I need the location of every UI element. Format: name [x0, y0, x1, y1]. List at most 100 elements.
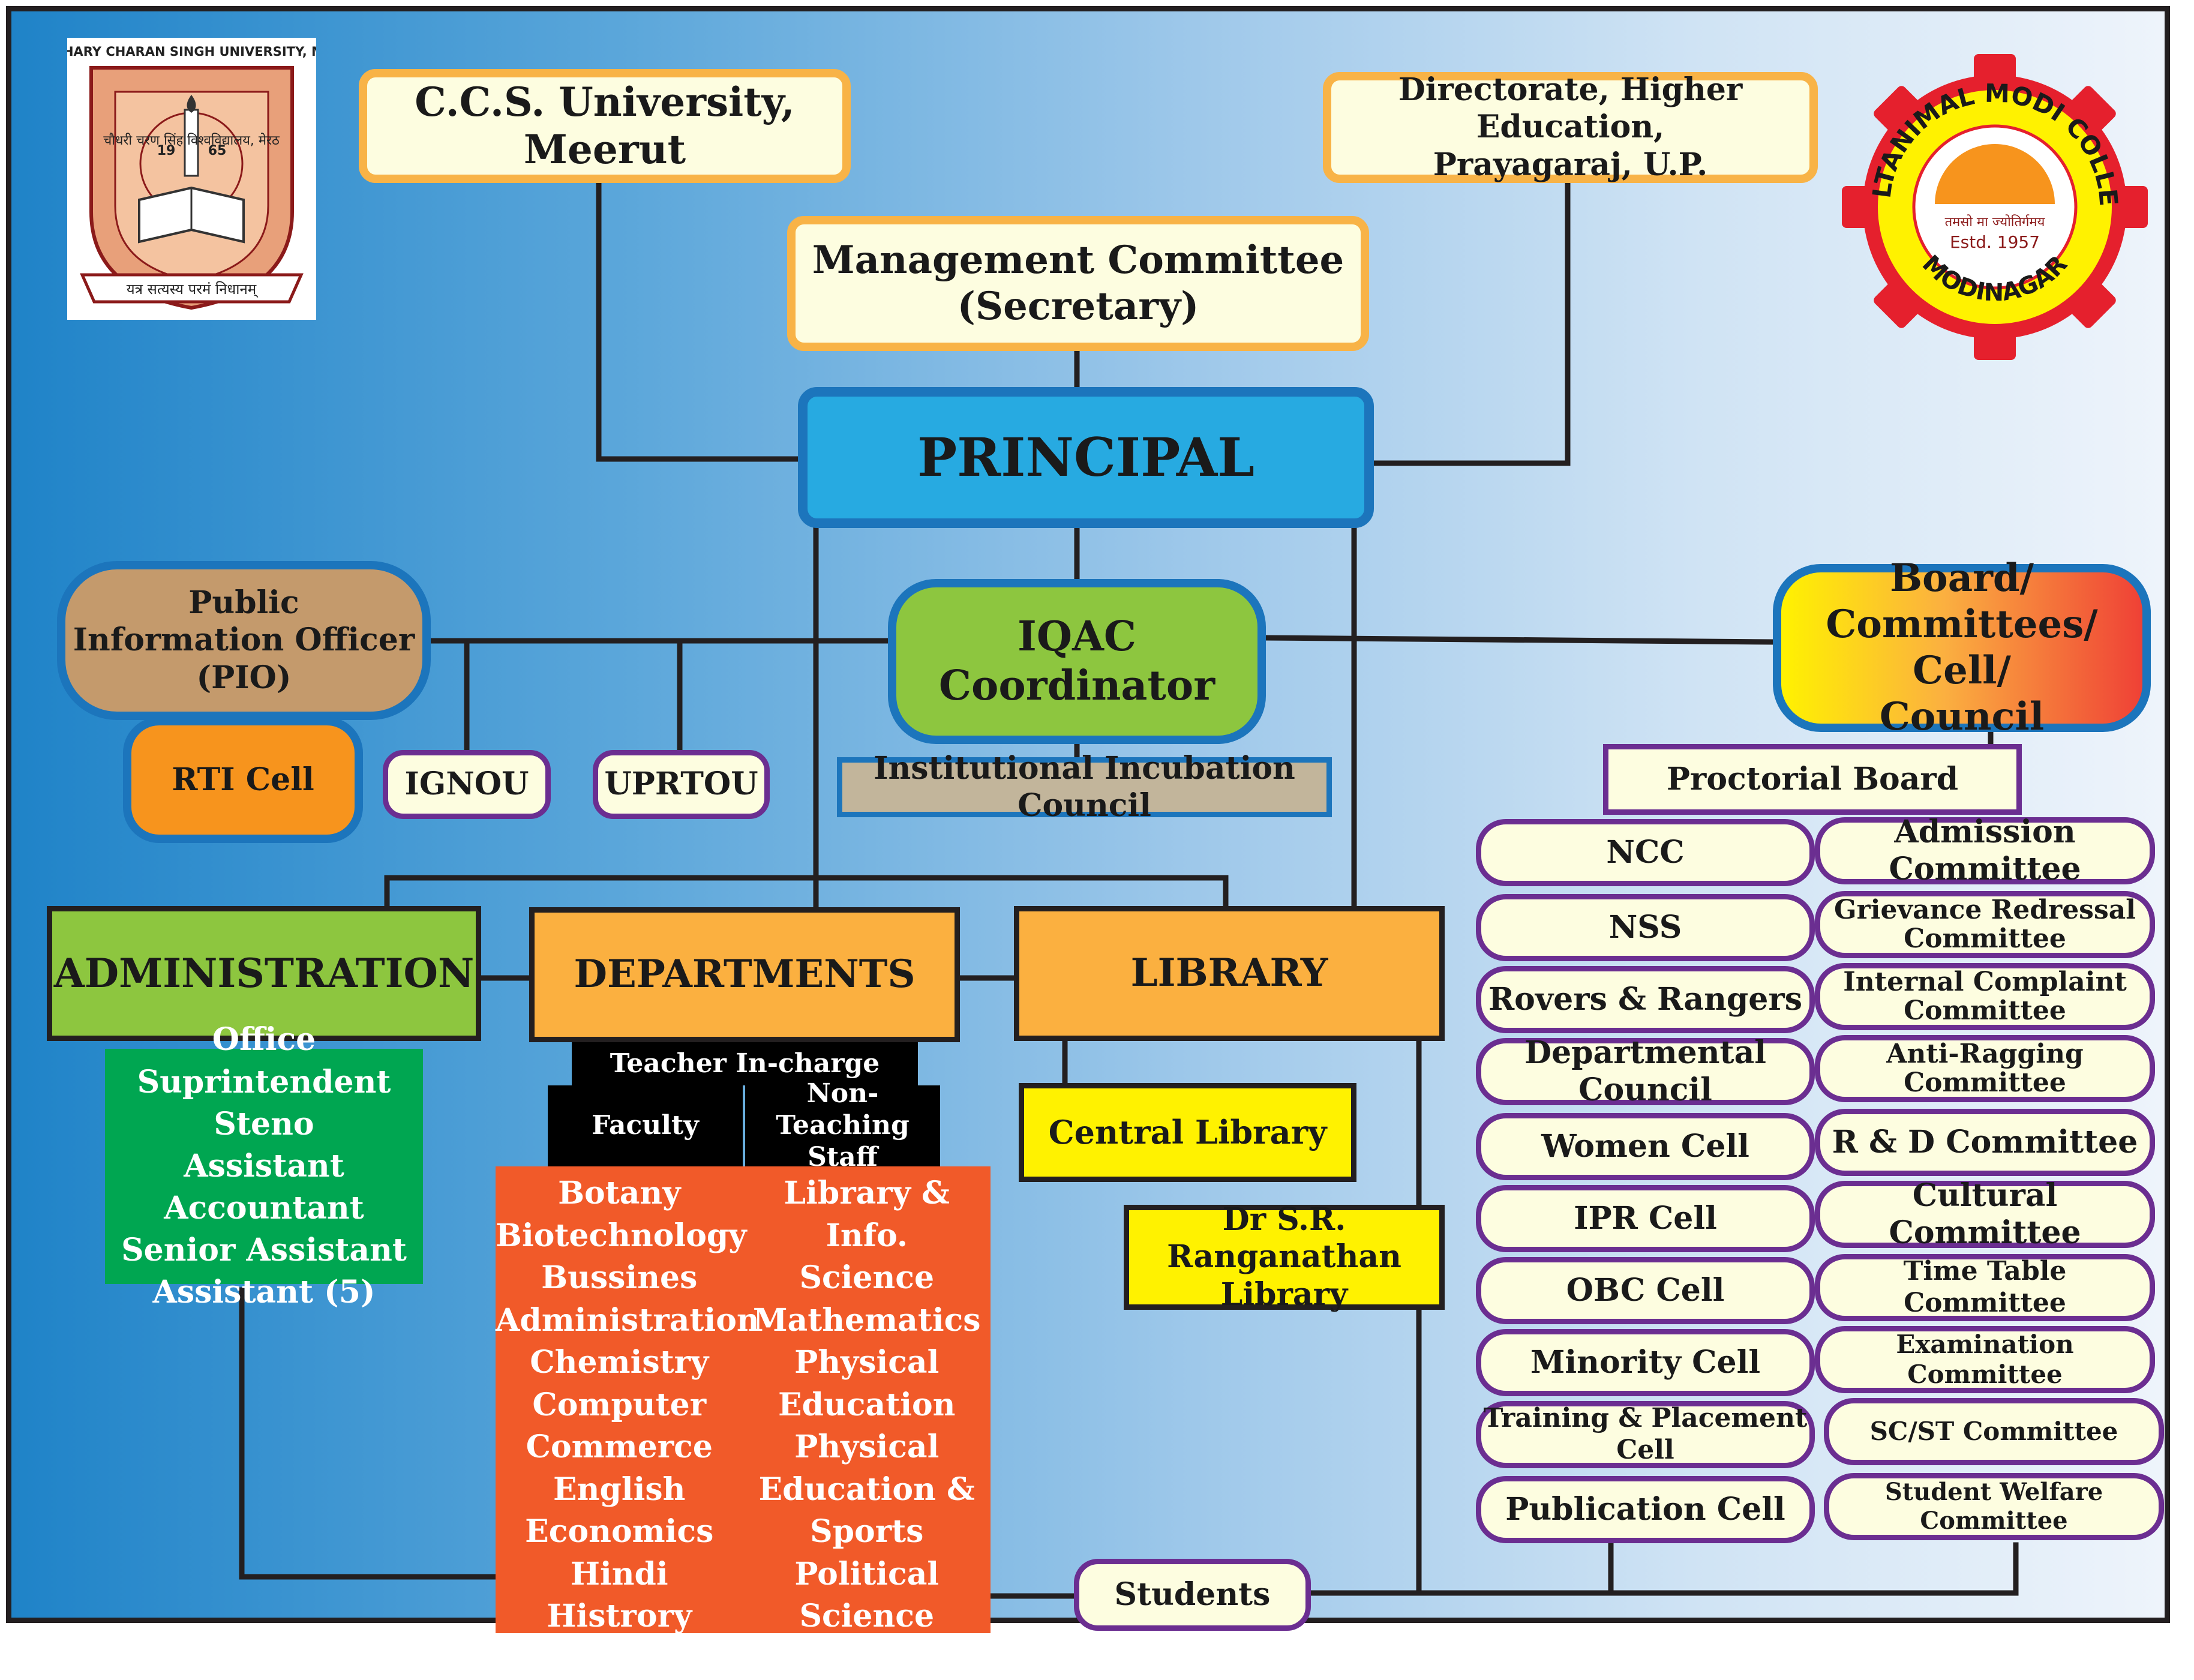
department-list-column-1: Botany Biotechnology Bussines Administra…	[496, 1172, 743, 1633]
board-line-1: Board/	[1890, 556, 2034, 602]
committee-right-item: Cultural Committee	[1815, 1181, 2155, 1248]
library-label: LIBRARY	[1131, 950, 1328, 997]
department-item: Bussines	[496, 1257, 743, 1300]
admin-staff-item: Assistant (5)	[153, 1271, 376, 1313]
svg-text:Estd. 1957: Estd. 1957	[1950, 232, 2040, 252]
pio-line-3: (PIO)	[197, 659, 292, 697]
department-item: Sports	[743, 1511, 991, 1553]
committee-right-item: R & D Committee	[1815, 1109, 2155, 1176]
rti-cell-box: RTI Cell	[123, 717, 363, 843]
committee-right-item: Time Table Committee	[1815, 1254, 2155, 1321]
line-ccs-principal	[599, 180, 798, 459]
admin-staff-item: Senior Assistant	[121, 1229, 407, 1271]
department-item: Biotechnology	[496, 1215, 743, 1258]
iqac-line-2: Coordinator	[939, 662, 1215, 711]
principal-box: PRINCIPAL	[798, 387, 1374, 528]
principal-label: PRINCIPAL	[917, 426, 1254, 490]
svg-text:19: 19	[157, 143, 176, 158]
board-line-2: Committees/ Cell/	[1781, 602, 2142, 694]
incubation-label: Institutional Incubation Council	[842, 750, 1326, 825]
department-item: Botany	[496, 1172, 743, 1215]
students-box: Students	[1074, 1559, 1311, 1631]
uprtou-box: UPRTOU	[593, 750, 770, 819]
students-label: Students	[1115, 1576, 1271, 1613]
committee-left-item: Departmental Council	[1476, 1038, 1815, 1105]
line-ranganathan-students	[1308, 1308, 1419, 1593]
committee-right-item: Student Welfare Committee	[1824, 1473, 2164, 1540]
department-item: English	[496, 1469, 743, 1511]
ranganathan-line-2: Library	[1221, 1276, 1347, 1313]
svg-text:चौधरी चरण सिंह विश्वविद्यालय,: चौधरी चरण सिंह विश्वविद्यालय, मेरठ	[103, 133, 280, 148]
faculty-label: Faculty	[592, 1110, 699, 1142]
department-item: Science	[743, 1257, 991, 1300]
ranganathan-line-1: Dr S.R. Ranganathan	[1129, 1201, 1439, 1276]
committee-left-item: Minority Cell	[1476, 1329, 1815, 1396]
department-item: Education	[743, 1384, 991, 1427]
incubation-council-box: Institutional Incubation Council	[837, 757, 1332, 817]
teacher-incharge-label: Teacher In-charge	[610, 1048, 880, 1080]
pio-line-1: Public	[188, 584, 299, 622]
directorate-line-2: Prayagaraj, U.P.	[1433, 146, 1708, 184]
ccs-university-label: C.C.S. University, Meerut	[367, 79, 842, 173]
department-item: Administration	[496, 1300, 743, 1342]
svg-text:तमसो मा ज्योतिर्गमय: तमसो मा ज्योतिर्गमय	[1945, 214, 2046, 230]
non-teaching-line-1: Non-Teaching	[745, 1078, 940, 1142]
ignou-label: IGNOU	[405, 766, 529, 803]
committee-left-item: Women Cell	[1476, 1113, 1815, 1180]
department-item: Physical	[743, 1342, 991, 1384]
department-item: Economics	[496, 1511, 743, 1553]
committee-left-item: NCC	[1476, 819, 1815, 886]
committee-right-item: Examination Committee	[1815, 1326, 2155, 1393]
department-item: Mathematics	[743, 1300, 991, 1342]
committee-left-item: Training & Placement Cell	[1476, 1401, 1815, 1468]
ignou-box: IGNOU	[383, 750, 551, 819]
department-item: Physics	[743, 1638, 991, 1680]
iqac-line-1: IQAC	[1018, 613, 1136, 662]
ccs-university-logo-icon: CHAUDHARY CHARAN SINGH UNIVERSITY, MEERU…	[67, 38, 316, 320]
ranganathan-library-box: Dr S.R. Ranganathan Library	[1124, 1205, 1445, 1310]
central-library-label: Central Library	[1049, 1113, 1327, 1152]
department-item: Political	[743, 1553, 991, 1596]
department-item: Education &	[743, 1469, 991, 1511]
modi-college-logo-icon: MULTANIMAL MODI COLLEGE MODINAGAR तमसो म…	[1839, 51, 2151, 363]
department-item: Physical	[743, 1426, 991, 1469]
committee-left-item: IPR Cell	[1476, 1185, 1815, 1252]
departments-box: DEPARTMENTS	[529, 907, 960, 1042]
department-list-column-2: Library & Info. Science Mathematics Phys…	[743, 1172, 991, 1633]
management-committee-box: Management Committee (Secretary)	[787, 216, 1369, 351]
uprtou-label: UPRTOU	[604, 766, 758, 803]
proctorial-label: Proctorial Board	[1667, 761, 1958, 798]
pio-box: Public Information Officer (PIO)	[57, 561, 431, 720]
directorate-line-1: Directorate, Higher Education,	[1331, 71, 1809, 146]
department-item: Hindi	[496, 1553, 743, 1596]
board-committees-box: Board/ Committees/ Cell/ Council	[1773, 564, 2151, 732]
pio-line-2: Information Officer	[73, 622, 415, 659]
line-iqac-board	[1266, 638, 1773, 642]
non-teaching-staff-box: Non-Teaching Staff	[745, 1085, 940, 1166]
committee-left-item: Publication Cell	[1476, 1476, 1815, 1543]
committee-left-item: NSS	[1476, 894, 1815, 961]
admin-staff-item: Assistant Accountant	[105, 1145, 423, 1229]
management-line-1: Management Committee	[812, 238, 1344, 284]
department-item: Commerce	[496, 1426, 743, 1469]
department-item: Histrory	[496, 1595, 743, 1638]
svg-text:CHAUDHARY CHARAN SINGH UNIVERS: CHAUDHARY CHARAN SINGH UNIVERSITY, MEERU…	[67, 44, 316, 59]
administration-label: ADMINISTRATION	[54, 950, 475, 997]
committee-right-item: SC/ST Committee	[1824, 1398, 2164, 1465]
svg-text:65: 65	[208, 143, 227, 158]
svg-text:यत्र सत्यस्य परमं निधानम्: यत्र सत्यस्य परमं निधानम्	[127, 281, 259, 298]
library-box: LIBRARY	[1014, 906, 1445, 1041]
admin-staff-item: Office Suprintendent	[105, 1019, 423, 1103]
proctorial-board-box: Proctorial Board	[1603, 744, 2022, 815]
admin-staff-item: Steno	[214, 1103, 314, 1145]
ccs-university-box: C.C.S. University, Meerut	[359, 69, 851, 183]
department-item: Computer	[496, 1384, 743, 1427]
departments-label: DEPARTMENTS	[574, 952, 915, 998]
line-branch-connector	[387, 878, 1226, 909]
department-item: Library & Info.	[743, 1172, 991, 1257]
admin-staff-box: Office Suprintendent Steno Assistant Acc…	[105, 1049, 423, 1284]
directorate-box: Directorate, Higher Education, Prayagara…	[1323, 72, 1818, 183]
faculty-box: Faculty	[548, 1085, 743, 1166]
